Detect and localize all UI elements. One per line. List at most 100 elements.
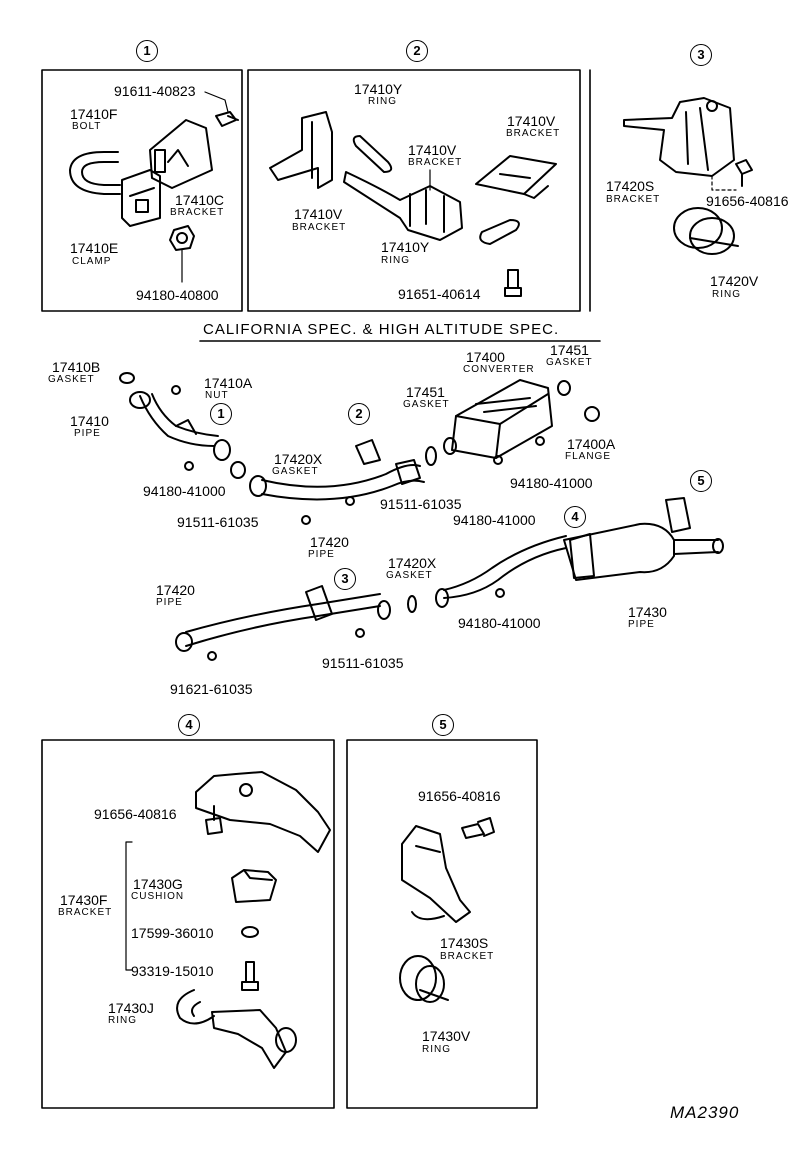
part-name: PIPE: [308, 549, 335, 560]
callout-2-main: 2: [348, 403, 370, 425]
spec-caption: CALIFORNIA SPEC. & HIGH ALTITUDE SPEC.: [203, 321, 560, 338]
u-bolt-drawing: [69, 151, 121, 195]
pipe-17430-drawing: [435, 497, 724, 608]
part-name: RING: [368, 96, 397, 107]
part-number: 17430S: [440, 935, 489, 951]
part-number: 94180-41000: [458, 615, 541, 631]
part-number: 17410C: [175, 192, 225, 208]
part-number: 17410A: [204, 375, 253, 391]
callout-4-bottom: 4: [178, 714, 200, 736]
part-name: PIPE: [74, 428, 101, 439]
callout-5-main: 5: [690, 470, 712, 492]
part-number: 94180-41000: [143, 483, 226, 499]
screw-93319-drawing: [241, 961, 259, 991]
flange-17400a-drawing: [584, 406, 600, 422]
part-number: 91621-61035: [170, 681, 253, 697]
part-number: 17400: [466, 349, 505, 365]
part-number: 17410V: [408, 142, 457, 158]
part-name: BRACKET: [58, 907, 113, 918]
ring-bottom-drawing: [479, 219, 520, 245]
part-name: CLAMP: [72, 256, 112, 267]
gasket-17420x-a-drawing: [230, 461, 246, 479]
screw-91611-drawing: [215, 111, 239, 127]
part-number: 94180-40800: [136, 287, 219, 303]
panel-5-frame: [346, 739, 538, 1109]
part-name: BRACKET: [606, 194, 661, 205]
bolt-91651-drawing: [504, 269, 522, 297]
callout-4-main: 4: [564, 506, 586, 528]
bracket-brace: [125, 841, 133, 971]
part-name: CONVERTER: [463, 364, 535, 375]
part-name: BRACKET: [170, 207, 225, 218]
part-number: 17420X: [274, 451, 323, 467]
part-name: GASKET: [272, 466, 319, 477]
part-name: PIPE: [156, 597, 183, 608]
part-number: 17430F: [60, 892, 108, 908]
part-number: 17420: [156, 582, 195, 598]
bracket-17420s-drawing: [623, 97, 735, 177]
part-number: 93319-15010: [131, 963, 214, 979]
converter-drawing: [443, 379, 553, 459]
part-number: 17410Y: [381, 239, 430, 255]
callout-1-top: 1: [136, 40, 158, 62]
bolt-91656-p5-drawing: [461, 817, 495, 839]
part-number: 17420X: [388, 555, 437, 571]
panel-1-frame: [41, 69, 243, 312]
part-number: 91656-40816: [94, 806, 177, 822]
part-number: 17451: [406, 384, 445, 400]
part-name: GASKET: [403, 399, 450, 410]
part-name: GASKET: [48, 374, 95, 385]
part-number: 91656-40816: [418, 788, 501, 804]
part-number: 17451: [550, 342, 589, 358]
part-number: 17430G: [133, 876, 183, 892]
ring-17430j-drawing: [176, 989, 297, 1069]
part-number: 91511-61035: [380, 496, 462, 512]
panel-4-frame: [41, 739, 335, 1109]
leader: [711, 175, 737, 191]
small-bolts-drawing: [184, 436, 545, 661]
callout-3-main: 3: [334, 568, 356, 590]
bracket-17410c-drawing: [149, 119, 213, 189]
callout-1-main: 1: [210, 403, 232, 425]
gasket-17420x-b-drawing: [407, 595, 417, 613]
part-number: 17430J: [108, 1000, 154, 1016]
gasket-17451b-drawing: [557, 380, 571, 396]
part-number: 17410V: [294, 206, 343, 222]
part-number: 91511-61035: [177, 514, 259, 530]
pipe-17420b-drawing: [175, 585, 391, 652]
part-number: 17410E: [70, 240, 119, 256]
pipe-17420a-drawing: [249, 439, 425, 501]
diagram-reference: MA2390: [670, 1103, 740, 1122]
part-name: BRACKET: [506, 128, 561, 139]
nut-17410a-drawing: [171, 385, 181, 395]
part-number: 17599-36010: [131, 925, 214, 941]
gasket-17410b-drawing: [119, 372, 135, 384]
leader: [204, 91, 229, 113]
part-number: 91611-40823: [114, 83, 196, 99]
panel-2-frame: [247, 69, 581, 312]
ring-17430v-drawing: [399, 955, 449, 1003]
part-name: BRACKET: [408, 157, 463, 168]
part-number: 91651-40614: [398, 286, 481, 302]
bracket-left-drawing: [269, 111, 333, 189]
bracket-17430s-drawing: [401, 825, 471, 923]
part-number: 17410Y: [354, 81, 403, 97]
part-number: 17430: [628, 604, 667, 620]
washer-drawing: [241, 926, 259, 938]
part-number: 91656-40816: [706, 193, 789, 209]
part-number: 17410F: [70, 106, 118, 122]
bracket-17430f-drawing: [195, 771, 331, 853]
part-name: NUT: [205, 390, 229, 401]
nut-94180-40800-drawing: [169, 225, 195, 251]
part-name: RING: [108, 1015, 137, 1026]
pipe-17410-drawing: [129, 391, 231, 461]
part-name: BRACKET: [440, 951, 495, 962]
part-name: CUSHION: [131, 891, 185, 902]
part-name: GASKET: [546, 357, 593, 368]
callout-2-top: 2: [406, 40, 428, 62]
part-number: 17410B: [52, 359, 101, 375]
bolt-91656-p4-drawing: [205, 817, 223, 835]
part-name: BOLT: [72, 121, 102, 132]
callout-5-bottom: 5: [432, 714, 454, 736]
